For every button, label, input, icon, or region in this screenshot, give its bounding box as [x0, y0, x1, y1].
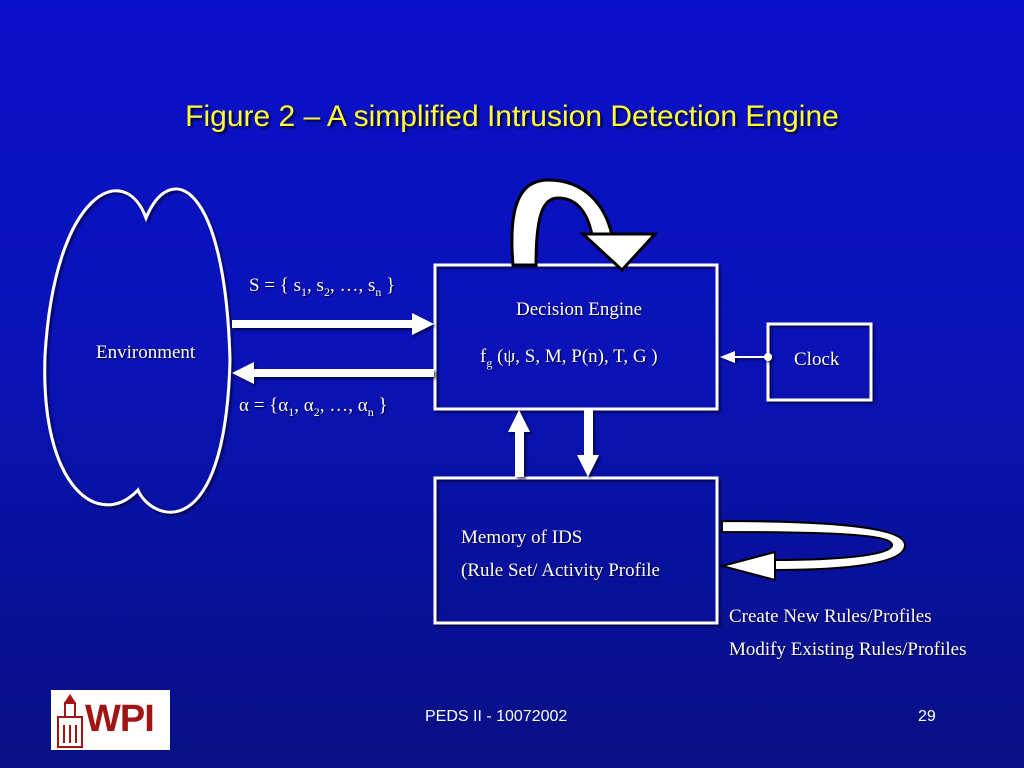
- func-args: (ψ, S, M, P(n), T, G ): [492, 346, 658, 367]
- memory-label-line-2: (Rule Set/ Activity Profile: [461, 560, 660, 581]
- s-arrow: [232, 313, 434, 335]
- alpha-arrow: [232, 362, 434, 384]
- decision-engine-label: Decision Engine: [516, 299, 643, 320]
- clock-label: Clock: [794, 349, 840, 370]
- rule-update-loop-arrow: [718, 519, 907, 582]
- s-sub-2: 2: [323, 284, 330, 299]
- memory-label-line-1: Memory of IDS: [461, 527, 583, 548]
- environment-cloud: [43, 187, 232, 514]
- decision-engine-box: [433, 263, 719, 411]
- a-sep-1: , α: [294, 395, 314, 416]
- s-sep-1: , s: [307, 275, 324, 296]
- wpi-logo: WPI: [51, 690, 170, 750]
- func-sub: g: [486, 355, 493, 370]
- s-prefix: S = { s: [249, 275, 302, 296]
- s-suffix: }: [381, 275, 396, 296]
- s-sep-2: , …, s: [329, 275, 376, 296]
- a-prefix: α = {α: [239, 395, 289, 416]
- wpi-logo-text: WPI: [85, 698, 155, 740]
- engine-feedback-loop-arrow: [510, 178, 659, 273]
- memory-box: [433, 476, 719, 625]
- a-sub-n: n: [367, 404, 374, 419]
- alpha-signal-label: α = {α1, α2, …, αn }: [239, 395, 388, 420]
- modify-rules-label: Modify Existing Rules/Profiles: [729, 639, 967, 660]
- environment-label: Environment: [96, 342, 196, 363]
- func-f: f: [480, 346, 487, 367]
- a-sub-2: 2: [313, 404, 320, 419]
- memory-to-engine-arrow: [508, 410, 530, 477]
- engine-to-memory-arrow: [577, 410, 599, 477]
- slide-title: Figure 2 – A simplified Intrusion Detect…: [185, 100, 839, 133]
- decision-function-label: fg (ψ, S, M, P(n), T, G ): [480, 346, 658, 371]
- create-rules-label: Create New Rules/Profiles: [729, 606, 932, 627]
- clock-arrow: [720, 351, 772, 363]
- a-sep-2: , …, α: [319, 395, 368, 416]
- a-suffix: }: [373, 395, 388, 416]
- wpi-tower-icon: [57, 694, 83, 748]
- page-number: 29: [918, 708, 936, 725]
- footer-center-text: PEDS II - 10072002: [425, 708, 568, 725]
- a-sub-1: 1: [288, 404, 295, 419]
- s-signal-label: S = { s1, s2, …, sn }: [249, 275, 395, 300]
- s-sub-1: 1: [301, 284, 308, 299]
- s-sub-n: n: [375, 284, 382, 299]
- clock-box: [766, 322, 873, 402]
